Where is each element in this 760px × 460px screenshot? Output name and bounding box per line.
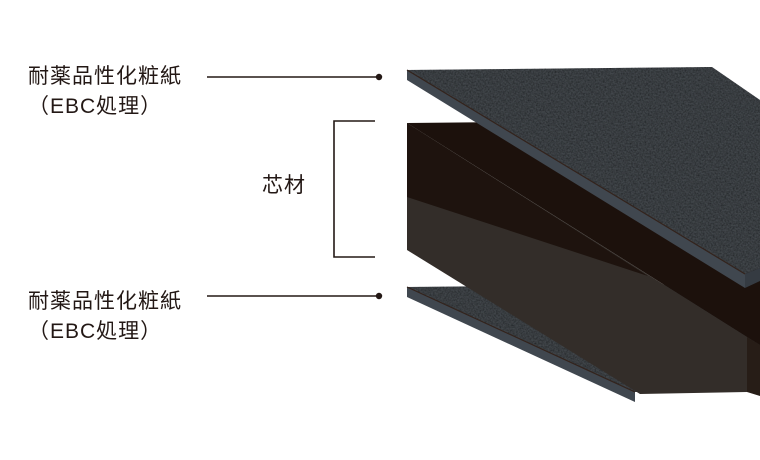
- bottom-sheet-edge-face: [407, 287, 635, 402]
- top-sheet-edge-hairline: [406, 69, 746, 275]
- core-label: 芯材: [262, 174, 306, 197]
- top-sheet-top-face: [407, 67, 760, 274]
- core-shadow-wedge: [407, 123, 648, 276]
- top-leader-dot: [375, 73, 383, 81]
- core-front-face: [747, 337, 760, 396]
- top-sheet-label-line2: （EBC処理）: [28, 95, 162, 118]
- top-sheet-label-line1: 耐薬品性化粧紙: [28, 65, 182, 88]
- top-sheet-front-face: [745, 268, 760, 288]
- bottom-sheet-label-line2: （EBC処理）: [28, 320, 162, 343]
- bottom-sheet-edge-hairline: [406, 286, 636, 393]
- bottom-sheet-label-line1: 耐薬品性化粧紙: [28, 290, 182, 313]
- core-bracket: [333, 120, 375, 258]
- bottom-leader-dot: [375, 292, 383, 300]
- top-sheet-edge-face: [407, 70, 745, 288]
- top-sheet-layer: [406, 67, 760, 288]
- annotations: 耐薬品性化粧紙 （EBC処理） 芯材 耐薬品性化粧紙 （EBC処理）: [28, 65, 383, 343]
